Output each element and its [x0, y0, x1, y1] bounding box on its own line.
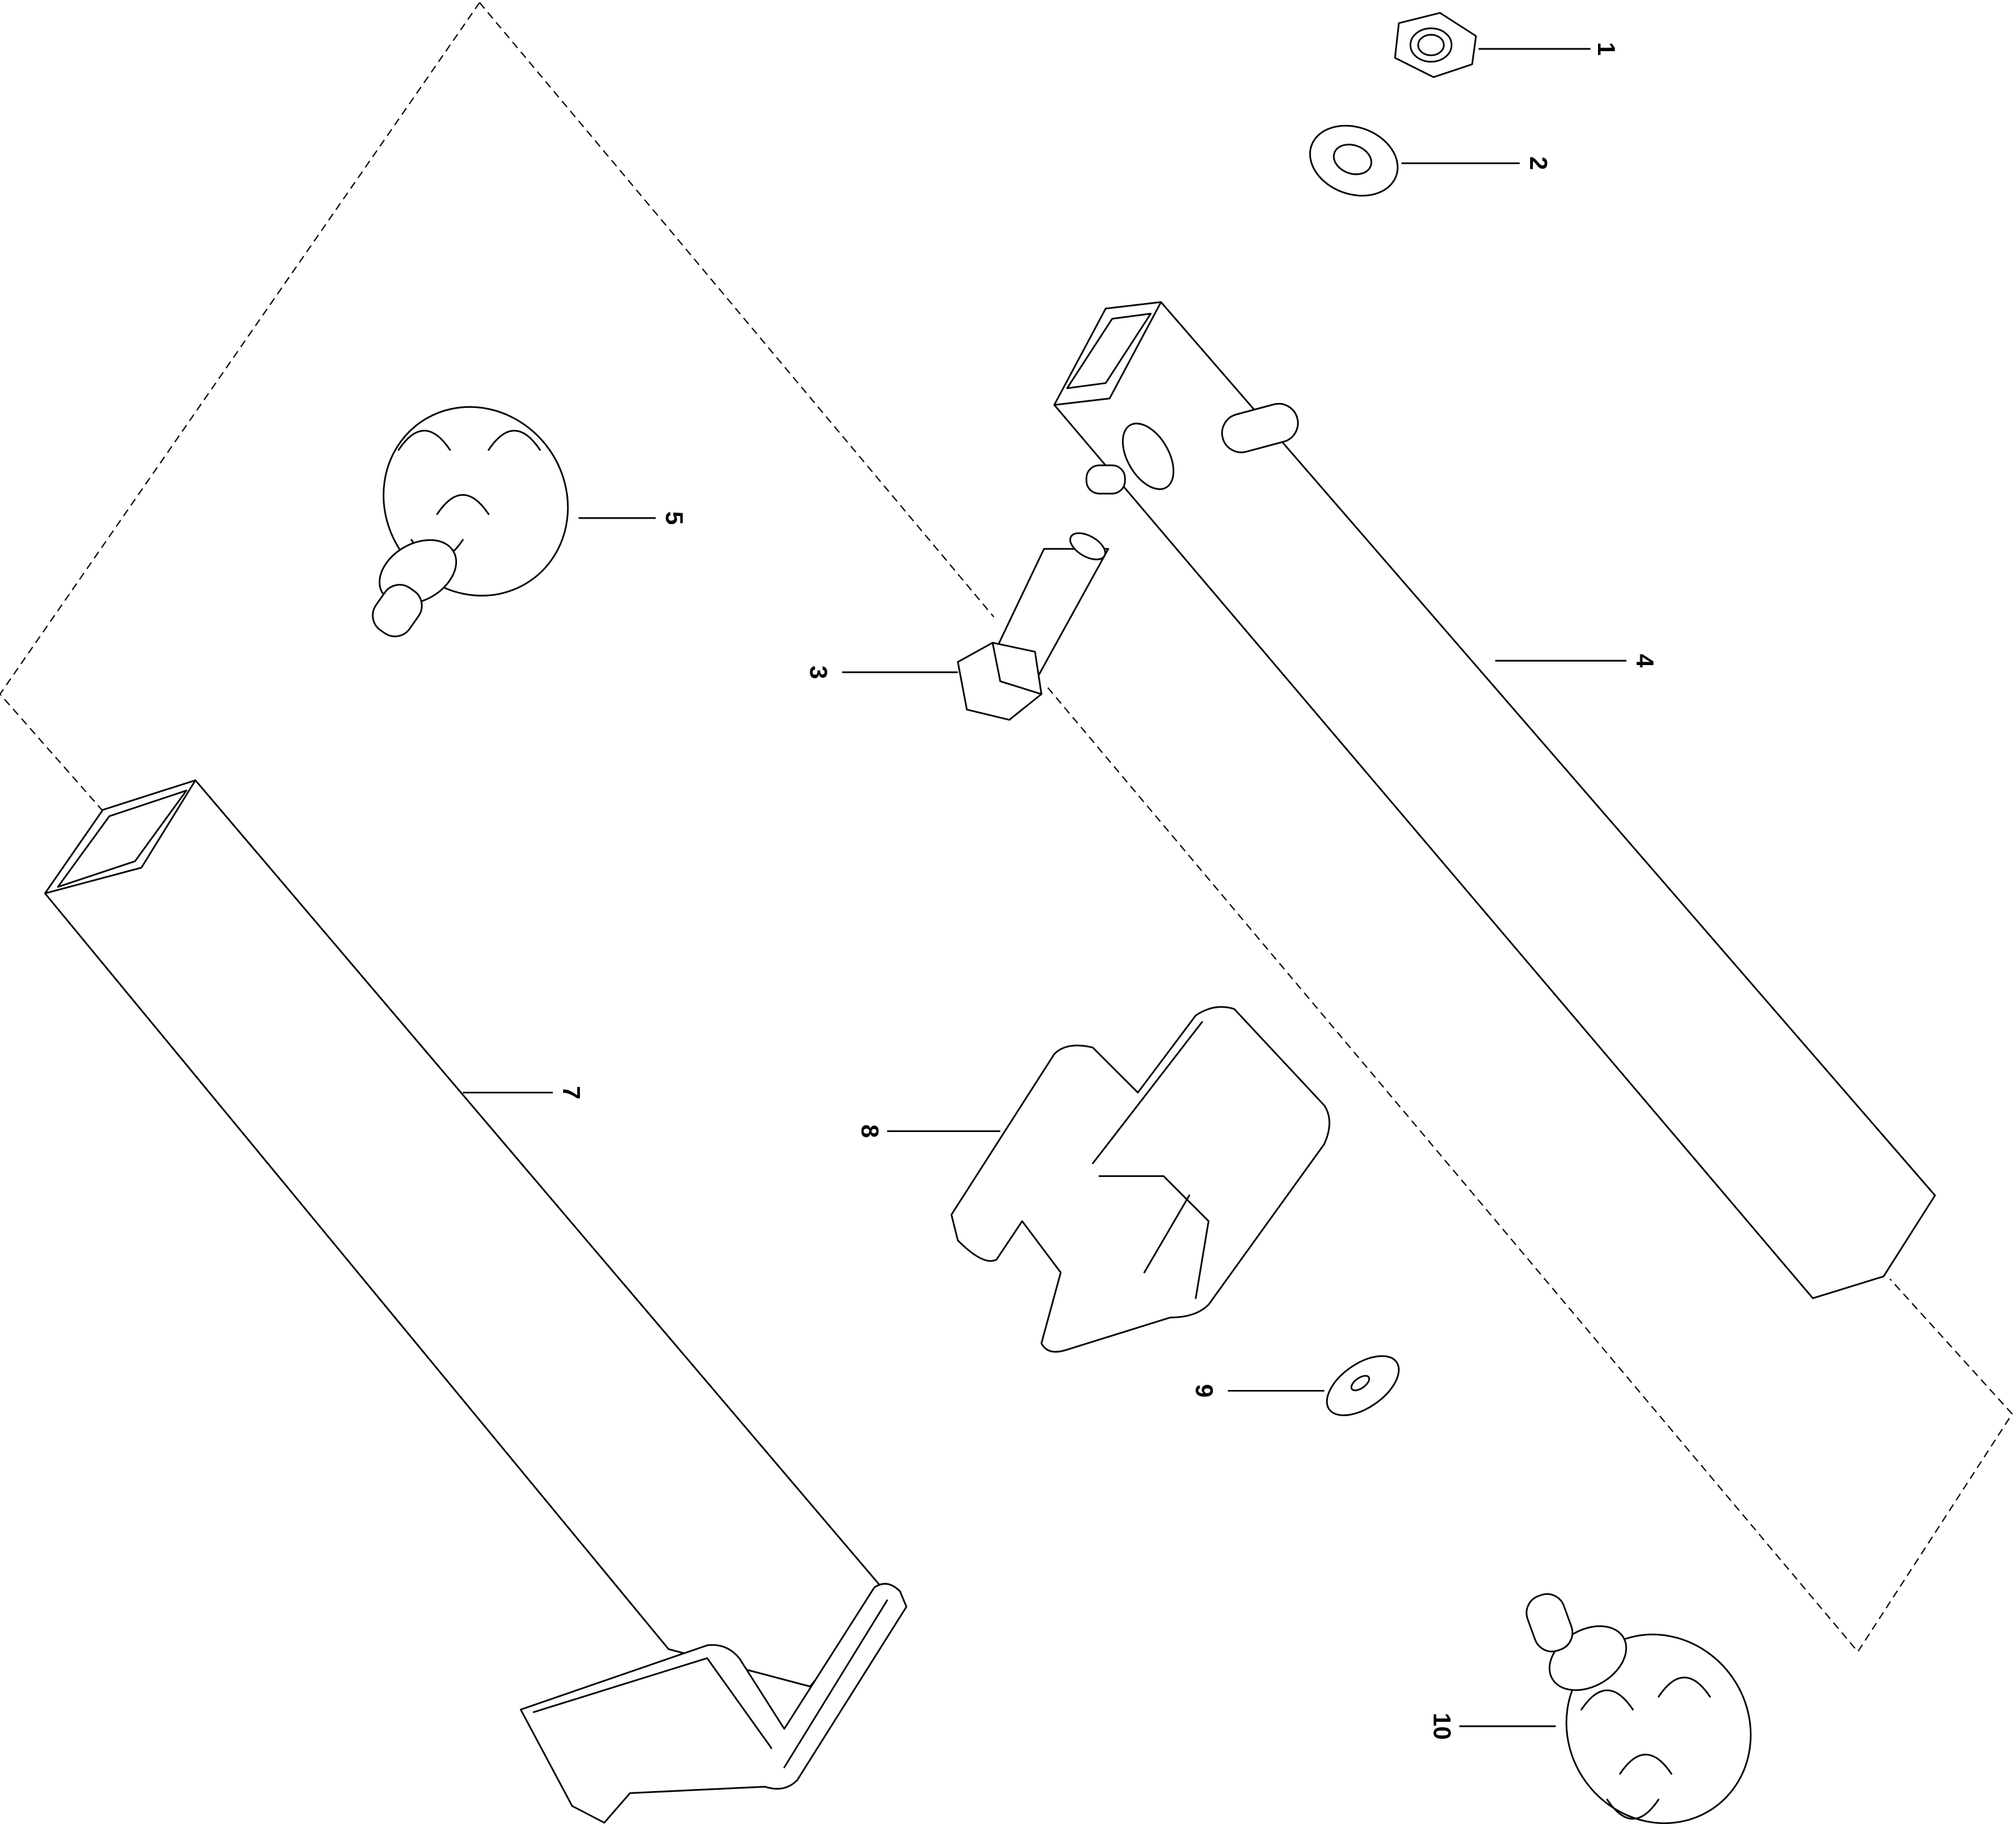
adjustable-foot-part-10 [1525, 1593, 1752, 1824]
callout-10: 10 [1428, 1712, 1456, 1739]
callout-9: 9 [1190, 1384, 1218, 1397]
assembly-dashed-lines [0, 2, 2013, 1653]
leader-lines [462, 48, 1627, 1727]
square-tube-leg-part [44, 779, 908, 1824]
hex-nut-part [1394, 11, 1477, 79]
callout-5: 5 [661, 511, 688, 525]
callout-4: 4 [1632, 654, 1659, 668]
callout-1: 1 [1593, 42, 1620, 56]
bracket-plate-part [950, 1006, 1331, 1353]
callout-3: 3 [804, 666, 832, 679]
flat-washer-part [1309, 124, 1399, 197]
callout-7: 7 [558, 1086, 585, 1099]
hex-bolt-part [957, 532, 1109, 721]
adjustable-foot-part [372, 406, 569, 638]
square-tube-arm-part [1053, 301, 1936, 1299]
callout-8: 8 [856, 1125, 884, 1138]
small-washer-part [1326, 1355, 1400, 1416]
callout-2: 2 [1525, 157, 1552, 170]
